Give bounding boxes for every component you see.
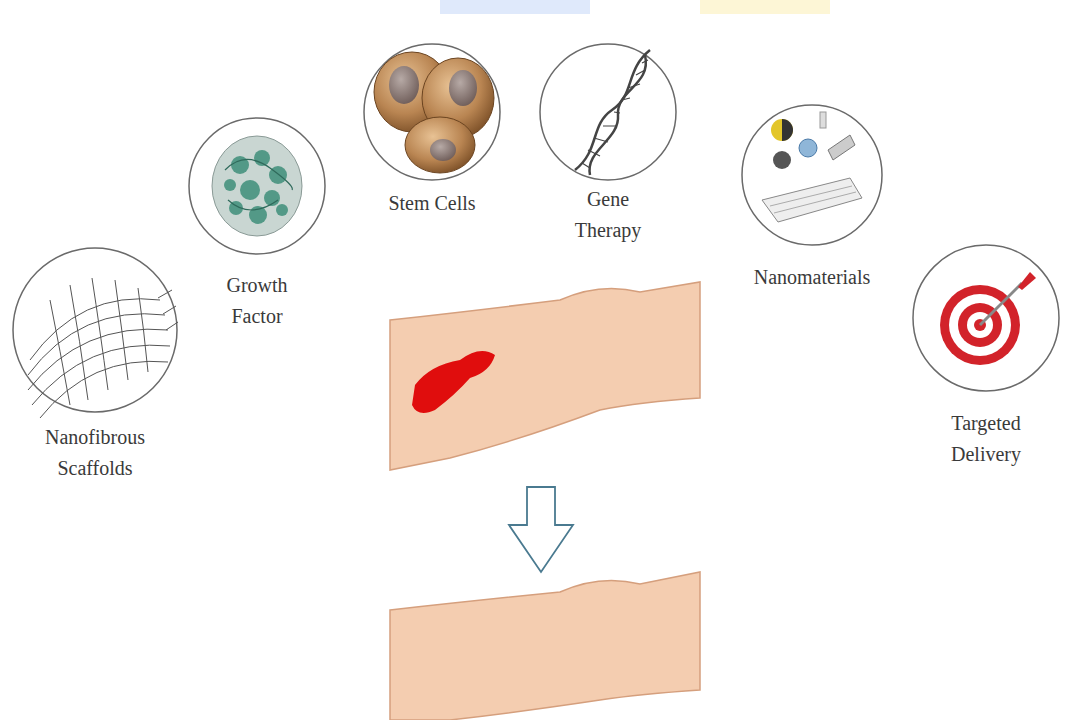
node-label: Nanomaterials <box>737 262 887 293</box>
node-label: Nanofibrous Scaffolds <box>35 422 155 484</box>
icon-circle <box>364 44 500 180</box>
icon-node: Nanomaterials <box>737 105 887 293</box>
icon-circle <box>13 248 177 412</box>
node-label: Gene Therapy <box>563 184 653 246</box>
node-label: Targeted Delivery <box>936 408 1036 470</box>
scaffold-mesh <box>28 278 178 418</box>
icon-node: Targeted Delivery <box>913 245 1059 470</box>
watermark-bar <box>700 0 830 14</box>
icon-circle <box>189 118 325 254</box>
down-arrow <box>509 487 573 572</box>
icon-node: Stem Cells <box>364 44 500 219</box>
icon-node: Growth Factor <box>189 118 325 332</box>
icon-node: Nanofibrous Scaffolds <box>13 248 177 484</box>
nanomaterials-icon <box>762 112 862 222</box>
arm-wounded <box>390 282 700 470</box>
node-label: Stem Cells <box>367 188 497 219</box>
target-icon <box>940 272 1036 365</box>
icon-circle <box>742 105 882 245</box>
protein-icon <box>212 136 302 236</box>
watermark-bar <box>440 0 590 14</box>
arm-healed <box>390 572 700 720</box>
icon-circle <box>913 245 1059 391</box>
icon-circle <box>540 44 676 180</box>
stem-cells-icon <box>374 52 494 173</box>
dna-icon <box>575 50 650 175</box>
node-label: Growth Factor <box>212 270 302 332</box>
icon-node: Gene Therapy <box>540 44 676 246</box>
